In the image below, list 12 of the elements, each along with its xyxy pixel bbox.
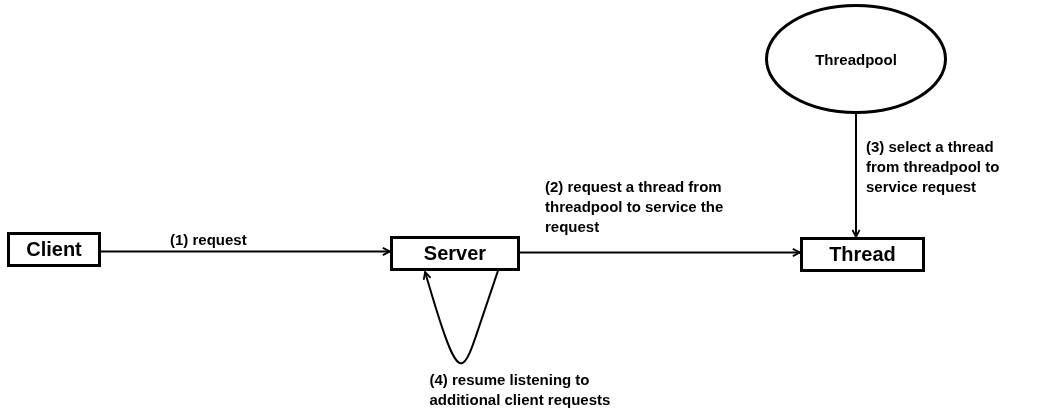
node-label: Thread: [829, 243, 896, 266]
node-label: Threadpool: [815, 50, 897, 68]
arrow: [100, 247, 391, 256]
node-label: Server: [423, 242, 487, 265]
node-label: Client: [26, 238, 82, 261]
arrow: [851, 113, 861, 238]
process-box: [7, 232, 101, 267]
loop-arrow: [422, 270, 499, 365]
arrow: [519, 248, 801, 257]
ellipse-node: [765, 4, 947, 114]
process-box: [800, 237, 925, 272]
process-box: [390, 236, 520, 271]
